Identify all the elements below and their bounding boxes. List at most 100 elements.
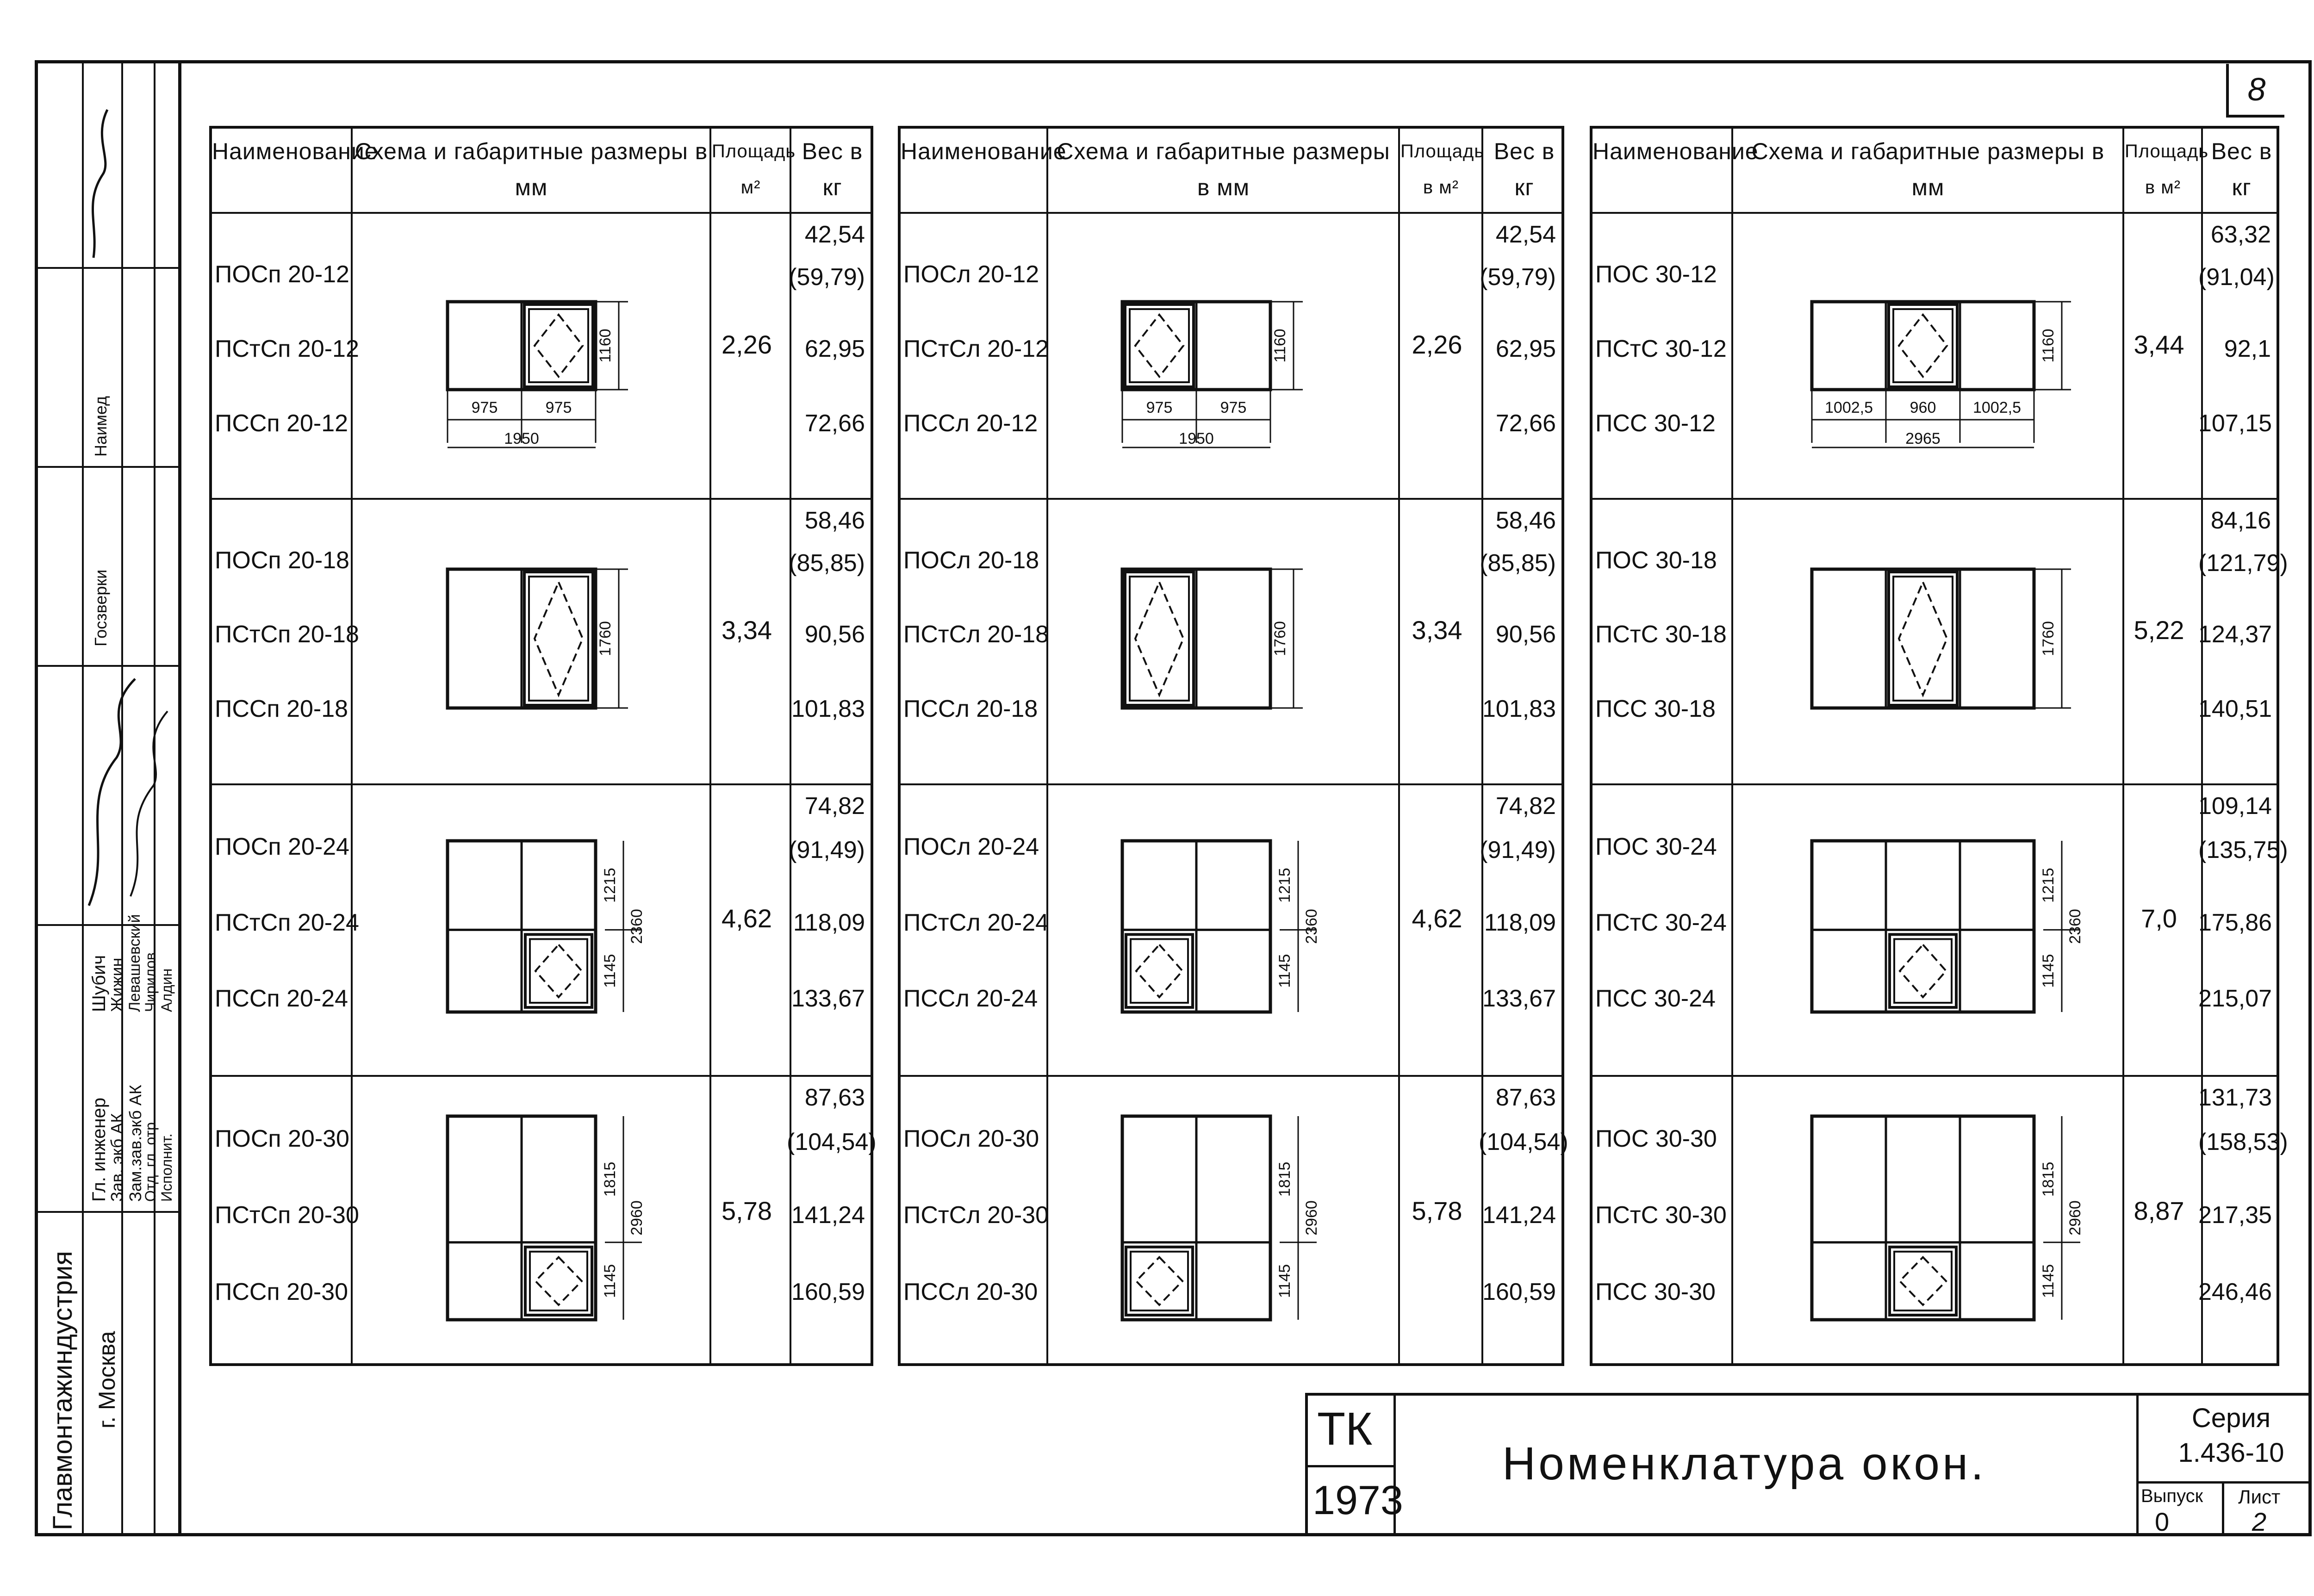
product-name: ПССл 20-24 (903, 985, 1038, 1012)
weight-value: 118,09 (1484, 909, 1556, 937)
product-name: ПСтСп 20-12 (215, 335, 359, 362)
weight-value: (104,54) (787, 1128, 877, 1155)
weight-value: 141,24 (791, 1202, 865, 1229)
dimension-label: 1002,5 (1973, 399, 2021, 416)
dimension-label: 1002,5 (1825, 399, 1873, 416)
weight-value: 160,59 (791, 1278, 865, 1305)
weight-value: 107,15 (2198, 410, 2272, 437)
dimension-label: 2965 (1905, 430, 1941, 447)
weight-value: 90,56 (804, 621, 865, 648)
product-name: ПСтС 30-12 (1595, 335, 1727, 362)
sheet-label: Лист (2238, 1486, 2281, 1508)
product-name: ПСС 30-30 (1595, 1278, 1716, 1305)
dimension-label: 1145 (1276, 1264, 1294, 1298)
dimension-label: 960 (1910, 399, 1936, 416)
area-value: 4,62 (1412, 903, 1462, 933)
product-name: ПССп 20-12 (215, 410, 348, 437)
weight-value: 92,1 (2224, 335, 2271, 362)
product-name: ПСтСл 20-30 (903, 1202, 1049, 1229)
dimension-label: 975 (472, 399, 498, 416)
product-name: ПОСл 20-12 (903, 261, 1039, 288)
weight-value: (158,53) (2198, 1128, 2288, 1155)
weight-value: 109,14 (2198, 793, 2272, 820)
product-name: ПССп 20-24 (215, 985, 348, 1012)
window-scheme: 1760 (446, 567, 628, 710)
area-value: 7,0 (2141, 903, 2177, 933)
header-area: Площадь в м² (1400, 141, 1485, 198)
product-name: ПОСп 20-30 (215, 1125, 349, 1153)
area-value: 5,78 (722, 1196, 772, 1225)
series-label: Серия (2191, 1403, 2271, 1433)
product-name: ПОС 30-18 (1595, 547, 1717, 574)
dimension-label: 1145 (2040, 954, 2057, 988)
product-name: ПСтСл 20-12 (903, 335, 1049, 362)
header-name: Наименование (901, 138, 1067, 164)
dimension-label: 1760 (1271, 621, 1289, 656)
issue-label: Выпуск (2141, 1486, 2203, 1506)
weight-value: 87,63 (1495, 1084, 1556, 1111)
product-name: ПСтСп 20-18 (215, 621, 359, 648)
weight-value: 62,95 (1495, 335, 1556, 362)
weight-value: 63,32 (2210, 221, 2271, 248)
dimension-label: 2960 (1303, 1200, 1320, 1236)
window-scheme: 1760 (1810, 567, 2071, 710)
product-name: ПСС 30-24 (1595, 985, 1716, 1012)
dimension-label: 2360 (1303, 909, 1320, 944)
weight-value: 90,56 (1495, 621, 1556, 648)
left-signature-strip: Главмонтажиндустрия г. Москва Гл. инжене… (35, 60, 180, 1536)
weight-value: 62,95 (804, 335, 865, 362)
product-name: ПОСл 20-24 (903, 833, 1039, 861)
weight-value: (91,49) (1480, 836, 1556, 863)
table-middle: Наименование Схема и габаритные размеры … (898, 126, 1564, 1366)
weight-value: (59,79) (1480, 264, 1556, 291)
product-name: ПОСп 20-18 (215, 547, 349, 574)
header-area: Площадь м² (712, 141, 796, 198)
header-name: Наименование (1592, 138, 1759, 164)
product-name: ПССл 20-12 (903, 410, 1038, 437)
header-weight: Вес в кг (2211, 138, 2272, 200)
product-name: ПОСп 20-24 (215, 833, 349, 861)
weight-value: 140,51 (2198, 695, 2272, 722)
weight-value: 175,86 (2198, 909, 2272, 937)
product-name: ПССл 20-18 (903, 695, 1038, 722)
product-name: ПССп 20-30 (215, 1278, 348, 1305)
weight-value: (91,04) (2198, 264, 2275, 291)
weight-value: (59,79) (789, 264, 865, 291)
dimension-label: 2960 (628, 1200, 646, 1236)
product-name: ПСтСл 20-24 (903, 909, 1049, 937)
product-name: ПОСп 20-12 (215, 261, 349, 288)
title-block: ТК 1973 Номенклатура окон. Серия 1.436-1… (1305, 1393, 2312, 1536)
product-name: ПСтС 30-18 (1595, 621, 1727, 648)
weight-value: 42,54 (804, 221, 865, 248)
series-value: 1.436-10 (2178, 1438, 2284, 1468)
product-name: ПОСл 20-18 (903, 547, 1039, 574)
drawing-sheet (178, 60, 2312, 1536)
weight-value: (121,79) (2198, 550, 2288, 577)
product-name: ПОС 30-30 (1595, 1125, 1717, 1153)
product-name: ПСтС 30-24 (1595, 909, 1727, 937)
dimension-label: 1815 (1276, 1162, 1294, 1197)
area-value: 4,62 (722, 903, 772, 933)
product-name: ПССл 20-30 (903, 1278, 1038, 1305)
weight-value: 160,59 (1482, 1278, 1556, 1305)
dimension-label: 2960 (2066, 1200, 2084, 1236)
header-scheme: Схема и габаритные размеры в мм (355, 138, 708, 200)
table-right: Наименование Схема и габаритные размеры … (1590, 126, 2279, 1366)
weight-value: 58,46 (804, 507, 865, 534)
weight-value: 124,37 (2198, 621, 2272, 648)
dimension-label: 1760 (2040, 621, 2057, 656)
product-name: ПОС 30-24 (1595, 833, 1717, 861)
area-value: 2,26 (1412, 329, 1462, 359)
header-weight: Вес в кг (1493, 138, 1555, 200)
weight-value: (135,75) (2198, 836, 2288, 863)
product-name: ПОСл 20-30 (903, 1125, 1039, 1153)
product-name: ПСтСп 20-30 (215, 1202, 359, 1229)
dimension-label: 1950 (1179, 430, 1214, 447)
weight-value: 58,46 (1495, 507, 1556, 534)
